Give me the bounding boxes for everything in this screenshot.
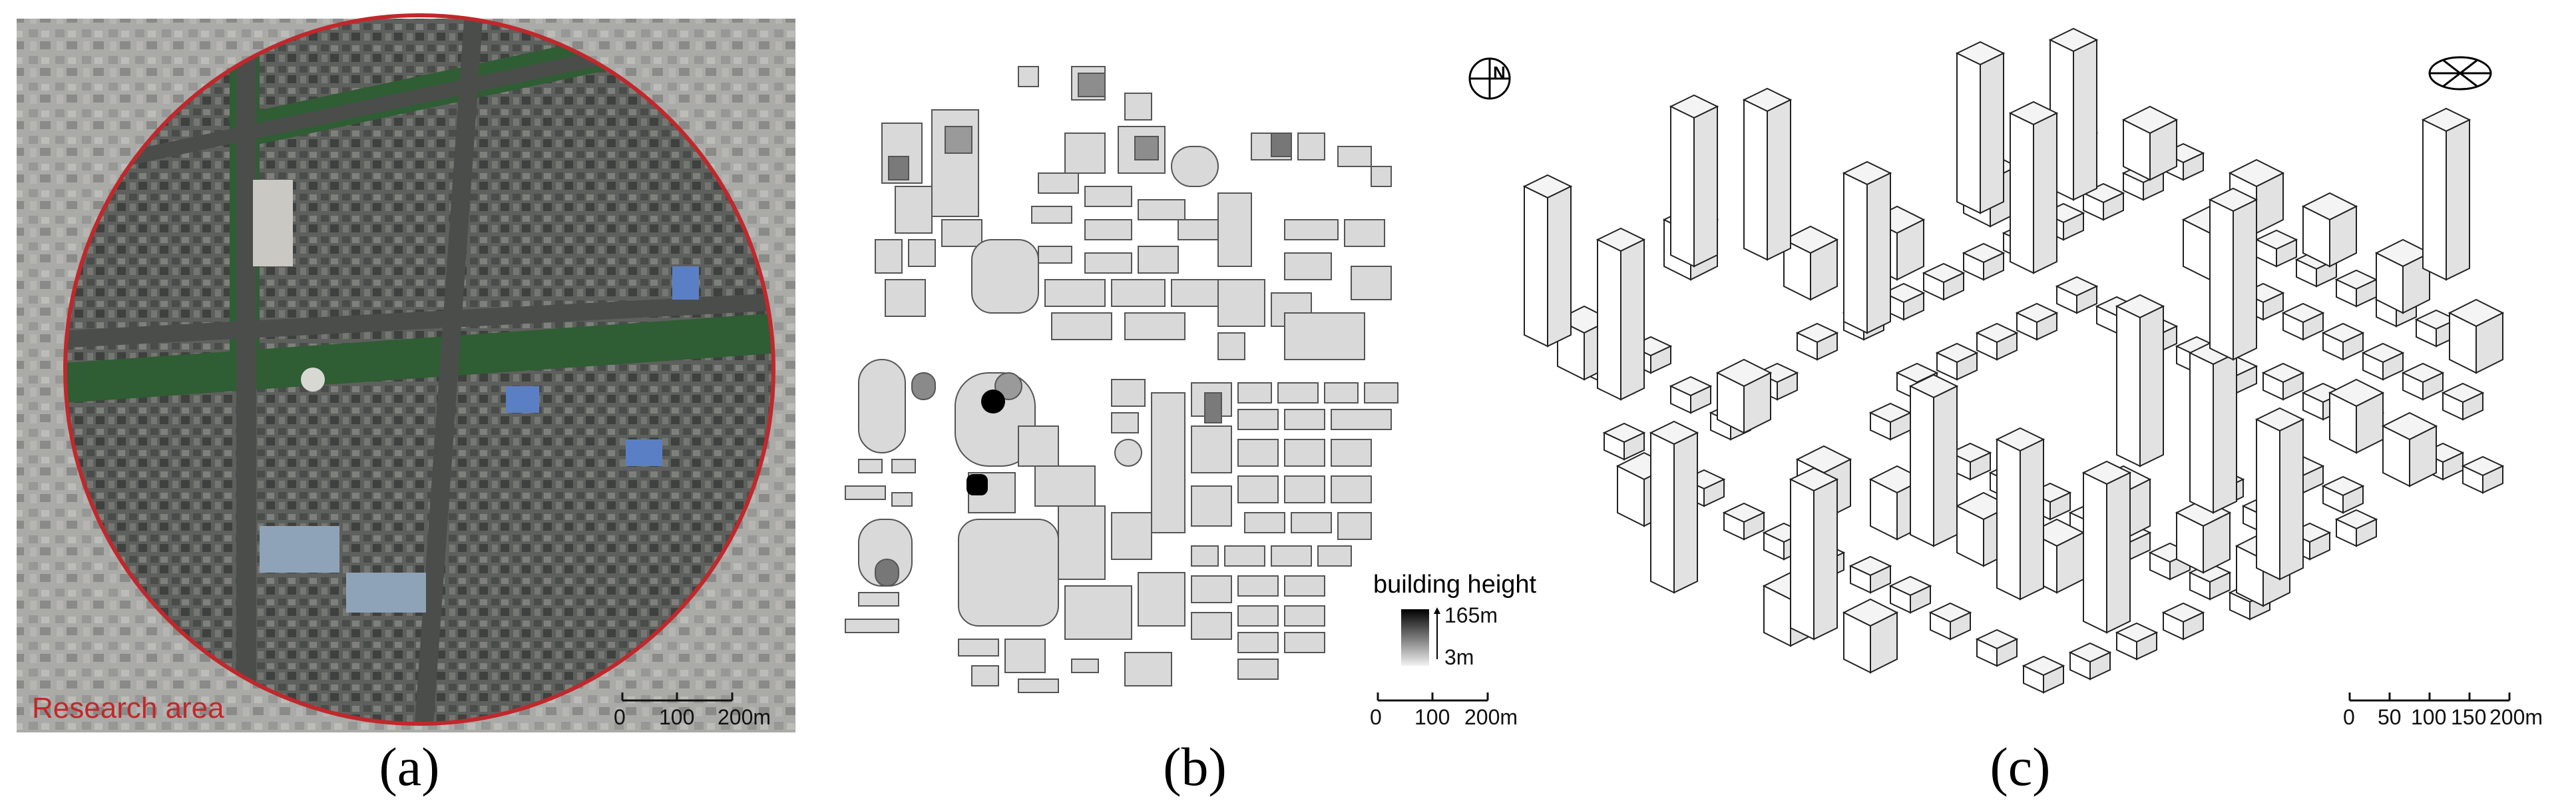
tall-building-footprints (875, 73, 1292, 587)
north-arrow-icon: N (1468, 57, 1511, 100)
scale-bar-b: 0 100 200m (1370, 692, 1518, 729)
footprint-map: N building height 165m 3m 0 100 (845, 57, 1537, 729)
caption-c: (c) (1990, 736, 2051, 797)
scale-bar-c: 0 50 100 150 200m (2343, 692, 2543, 729)
panel-b-footprints: N building height 165m 3m 0 100 (819, 0, 1564, 809)
north-arrow-rotated-icon (2428, 56, 2492, 91)
scale-tick: 0 (1370, 705, 1382, 729)
scale-tick: 0 (614, 705, 626, 729)
scale-tick: 200m (2489, 705, 2543, 729)
scale-tick: 0 (2343, 705, 2355, 729)
legend-title: building height (1373, 571, 1537, 599)
research-area-label: Research area (32, 692, 224, 724)
scale-tick: 200m (718, 705, 771, 729)
axonometric-model: 0 50 100 150 200m (1524, 28, 2543, 729)
legend-max: 165m (1444, 603, 1498, 627)
panel-c-3d-model: 0 50 100 150 200m (c) (1498, 0, 2576, 809)
scale-tick: 150 (2451, 705, 2486, 729)
satellite-map: Research area 0 100 200m (17, 13, 795, 732)
scale-tick: 100 (1414, 705, 1450, 729)
building-models (1524, 28, 2503, 693)
scale-tick: 100 (659, 705, 694, 729)
panel-a-satellite: Research area 0 100 200m (a) (0, 0, 819, 809)
tallest-building-footprint (981, 390, 1005, 413)
scale-tick: 100 (2411, 705, 2446, 729)
legend-min: 3m (1444, 645, 1474, 669)
svg-text:N: N (1493, 63, 1506, 83)
scale-tick: 50 (2378, 705, 2402, 729)
height-legend: building height 165m 3m (1373, 571, 1537, 669)
scale-bar-a: 0 100 200m (614, 692, 771, 729)
tall-building-footprint (966, 474, 988, 495)
scale-tick: 200m (1464, 705, 1518, 729)
research-area-circle (63, 13, 775, 726)
caption-b: (b) (1163, 736, 1227, 797)
height-color-ramp (1401, 609, 1429, 666)
caption-a: (a) (379, 736, 440, 797)
